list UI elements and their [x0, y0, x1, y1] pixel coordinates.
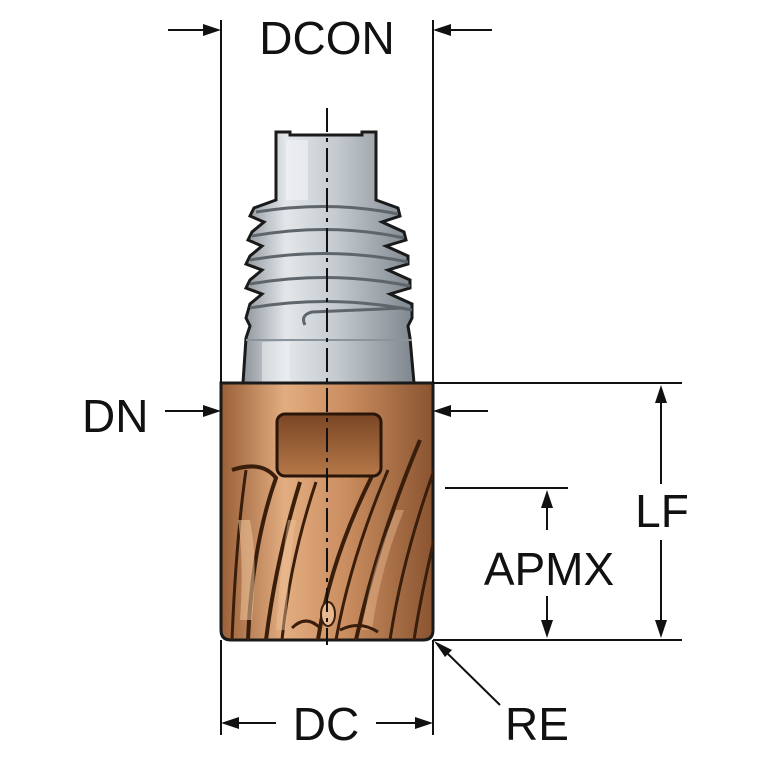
lf-label: LF	[635, 485, 689, 537]
dc-dimension: DC	[221, 698, 433, 750]
lf-dimension: LF	[632, 385, 692, 638]
wrench-flat	[275, 412, 383, 478]
dn-label: DN	[82, 390, 148, 442]
tool-shank	[241, 130, 416, 385]
dcon-label: DCON	[259, 12, 394, 64]
re-label: RE	[505, 698, 569, 750]
dn-dimension: DN	[82, 390, 488, 442]
apmx-label: APMX	[484, 543, 614, 595]
apmx-dimension: APMX	[484, 490, 614, 638]
dcon-dimension: DCON	[168, 12, 492, 64]
extension-lines	[220, 20, 682, 735]
dc-label: DC	[293, 698, 359, 750]
re-leader: RE	[434, 641, 569, 750]
